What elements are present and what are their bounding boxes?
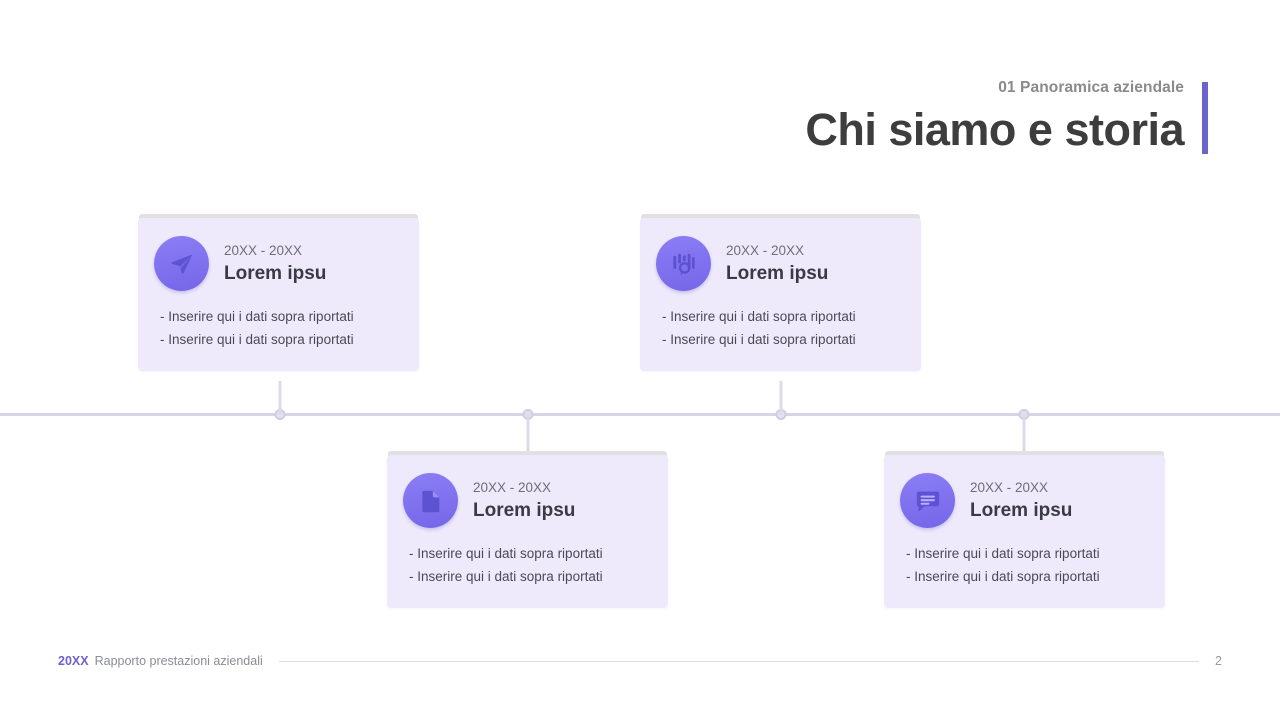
section-eyebrow: 01 Panoramica aziendale (998, 79, 1184, 96)
send-icon (154, 236, 209, 291)
card-bullet: - Inserire qui i dati sopra riportati (160, 332, 354, 347)
card-bullet: - Inserire qui i dati sopra riportati (409, 546, 603, 561)
card-years: 20XX - 20XX (224, 242, 303, 258)
timeline-connector-3 (779, 381, 783, 415)
card-years: 20XX - 20XX (970, 479, 1049, 495)
card-years: 20XX - 20XX (726, 242, 805, 258)
card-bullet: - Inserire qui i dati sopra riportati (662, 309, 856, 324)
timeline-connector-4 (1022, 413, 1026, 451)
card-bullet: - Inserire qui i dati sopra riportati (662, 332, 856, 347)
slide-footer: 20XX Rapporto prestazioni aziendali 2 (58, 654, 1222, 668)
title-accent-bar (1202, 82, 1208, 154)
card-bullet: - Inserire qui i dati sopra riportati (906, 546, 1100, 561)
card-title: Lorem ipsu (224, 262, 327, 284)
footer-label: Rapporto prestazioni aziendali (94, 654, 263, 668)
footer-divider (278, 660, 1200, 662)
card-bullets: - Inserire qui i dati sopra riportati - … (154, 305, 399, 351)
timeline-card-1[interactable]: 20XX - 20XX Lorem ipsu - Inserire qui i … (138, 214, 419, 371)
document-icon (403, 473, 458, 528)
card-title: Lorem ipsu (726, 262, 829, 284)
card-bullet: - Inserire qui i dati sopra riportati (409, 569, 603, 584)
card-title: Lorem ipsu (970, 499, 1073, 521)
timeline-card-2[interactable]: 20XX - 20XX Lorem ipsu - Inserire qui i … (387, 451, 668, 608)
card-bullet: - Inserire qui i dati sopra riportati (160, 309, 354, 324)
page-title: Chi siamo e storia (805, 104, 1184, 155)
slide-header: 01 Panoramica aziendale Chi siamo e stor… (660, 78, 1280, 156)
footer-year: 20XX (58, 654, 89, 668)
card-bullets: - Inserire qui i dati sopra riportati - … (900, 542, 1145, 588)
timeline-axis (0, 413, 1280, 416)
chat-bubble-icon (900, 473, 955, 528)
card-bullets: - Inserire qui i dati sopra riportati - … (403, 542, 648, 588)
card-title: Lorem ipsu (473, 499, 576, 521)
timeline-card-4[interactable]: 20XX - 20XX Lorem ipsu - Inserire qui i … (884, 451, 1165, 608)
timeline-connector-1 (278, 381, 282, 415)
page-number: 2 (1215, 654, 1222, 668)
card-years: 20XX - 20XX (473, 479, 552, 495)
card-bullets: - Inserire qui i dati sopra riportati - … (656, 305, 901, 351)
data-analysis-icon (656, 236, 711, 291)
timeline-connector-2 (526, 413, 530, 451)
timeline-card-3[interactable]: 20XX - 20XX Lorem ipsu - Inserire qui i … (640, 214, 921, 371)
card-bullet: - Inserire qui i dati sopra riportati (906, 569, 1100, 584)
